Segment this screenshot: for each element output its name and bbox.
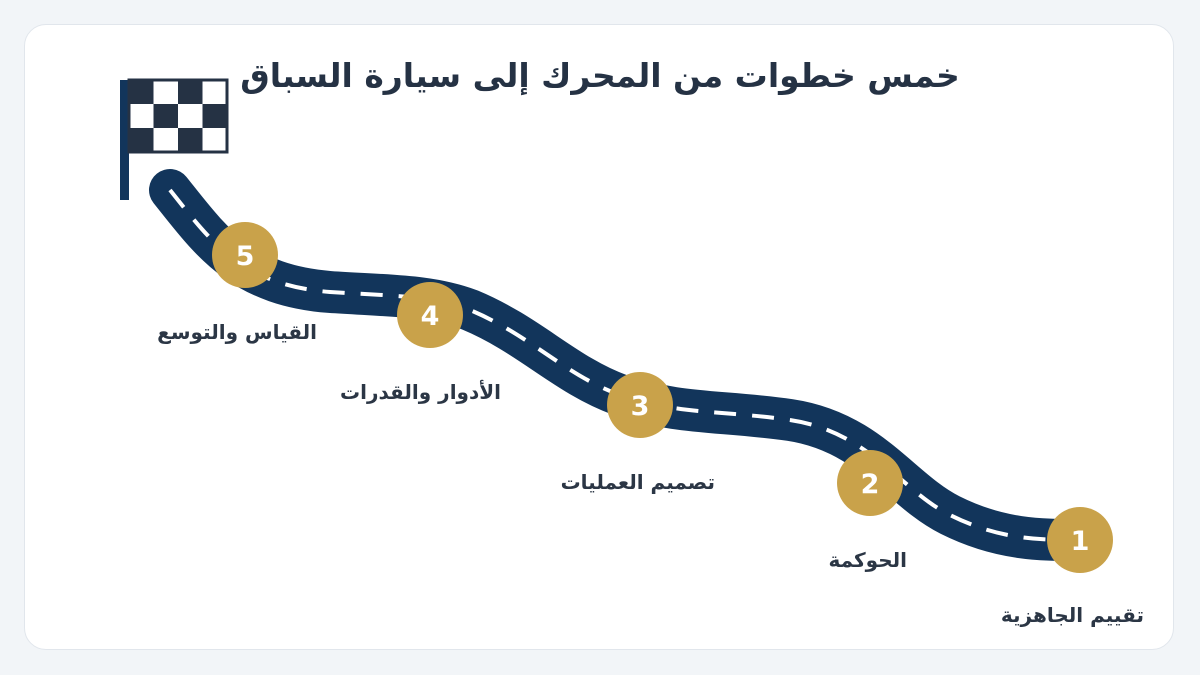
step-number-4: 4 — [421, 301, 440, 332]
step-marker-4: 4 — [397, 282, 463, 348]
step-marker-3: 3 — [607, 372, 673, 438]
step-number-1: 1 — [1071, 526, 1090, 557]
step-label-3: تصميم العمليات — [560, 470, 715, 494]
step-label-1: تقييم الجاهزية — [1000, 603, 1144, 627]
step-label-2: الحوكمة — [828, 548, 908, 572]
step-marker-5: 5 — [212, 222, 278, 288]
step-number-5: 5 — [236, 241, 255, 272]
step-marker-2: 2 — [837, 450, 903, 516]
step-marker-1: 1 — [1047, 507, 1113, 573]
checkered-flag-icon — [120, 78, 229, 200]
step-number-2: 2 — [861, 469, 880, 500]
step-label-5: القياس والتوسع — [157, 320, 317, 344]
step-label-4: الأدوار والقدرات — [340, 380, 501, 404]
step-number-3: 3 — [631, 391, 650, 422]
page-title: خمس خطوات من المحرك إلى سيارة السباق — [240, 56, 960, 95]
